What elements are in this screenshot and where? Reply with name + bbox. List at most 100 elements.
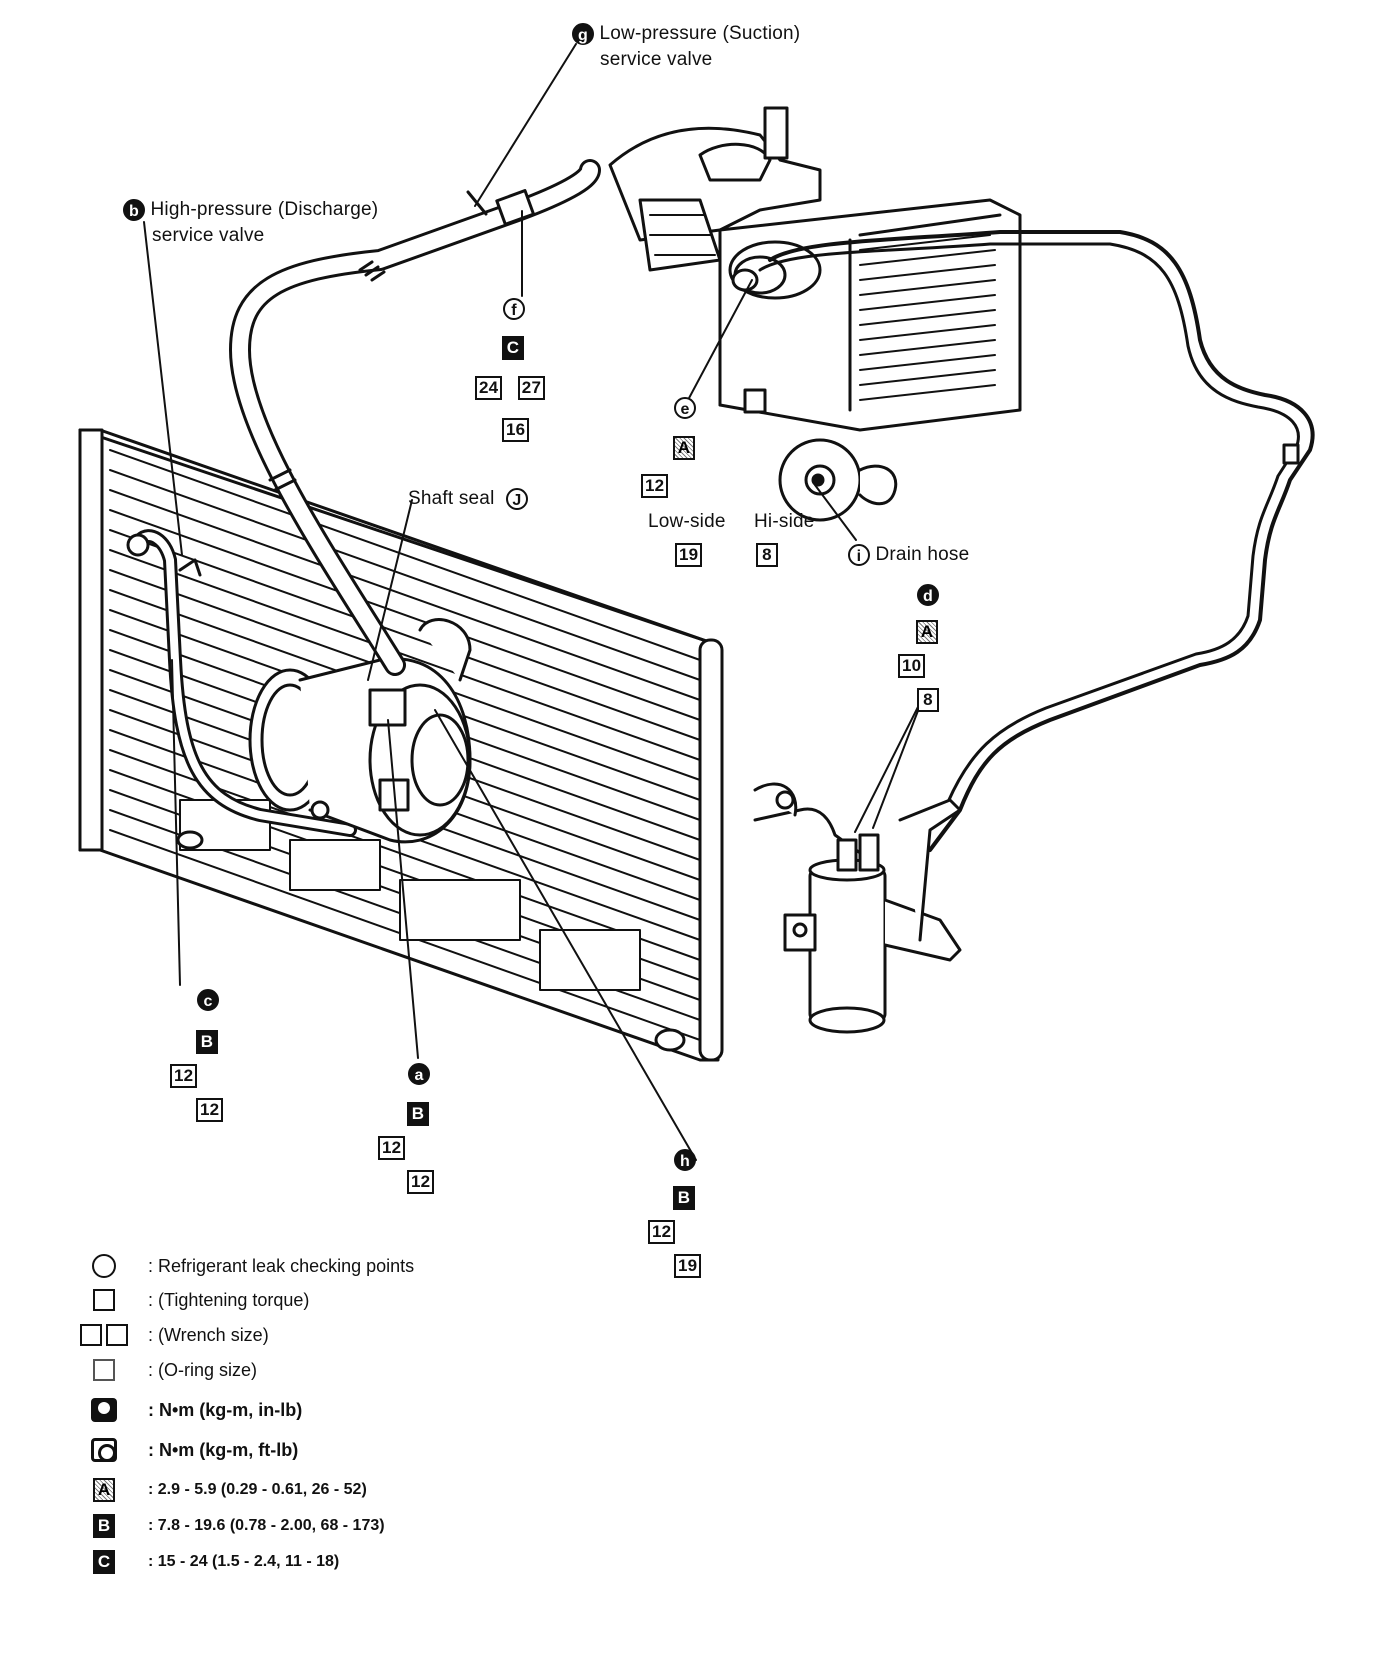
point-d: d	[917, 583, 939, 607]
legend-row-leak: : Refrigerant leak checking points	[60, 1250, 414, 1282]
torque-a-badge-d: A	[916, 620, 938, 644]
legend-torque-text: : (Tightening torque)	[148, 1289, 310, 1310]
wrench-size-27: 27	[517, 376, 546, 400]
legend-row-c: C : 15 - 24 (1.5 - 2.4, 11 - 18)	[60, 1546, 339, 1578]
legend-leak-text: : Refrigerant leak checking points	[148, 1255, 415, 1276]
legend-row-a: A : 2.9 - 5.9 (0.29 - 0.61, 26 - 52)	[60, 1474, 367, 1506]
receiver-drier	[753, 782, 962, 1034]
point-c-torque: B	[196, 1030, 218, 1054]
legend-row-wrench: : (Wrench size)	[60, 1319, 269, 1351]
point-f-wrench: 24 27	[475, 376, 546, 400]
wrench-outline-icon	[91, 1438, 117, 1462]
letter-d-badge: d	[917, 583, 939, 606]
point-d-oring: 8	[917, 688, 939, 712]
drain-hose-label: i Drain hose	[848, 543, 969, 567]
wrench-size-24: 24	[475, 376, 503, 400]
torque-a-badge: A	[673, 436, 695, 460]
wrench-size-12-h: 12	[648, 1220, 676, 1244]
point-e-torque: A	[673, 436, 695, 460]
suction-hose	[229, 159, 601, 676]
evaporator-unit	[608, 106, 1022, 522]
leader-lines	[143, 43, 925, 1161]
point-d-wrench: 10	[898, 654, 926, 678]
legend-ftlb-text: : N•m (kg-m, ft-lb)	[148, 1439, 299, 1460]
shaft-seal-label: Shaft seal J	[408, 487, 528, 511]
high-pressure-valve-label: b High-pressure (Discharge)	[123, 198, 378, 222]
low-pressure-valve-line2: service valve	[600, 49, 713, 70]
square-icon	[106, 1324, 128, 1346]
letter-i-badge: i	[848, 543, 870, 566]
letter-c-badge: c	[197, 988, 219, 1011]
point-a-wrench: 12	[378, 1136, 406, 1160]
point-e-wrench: 12	[641, 474, 669, 498]
oring-size-16: 16	[502, 418, 530, 442]
letter-j-badge: J	[505, 487, 528, 510]
legend-a-text: : 2.9 - 5.9 (0.29 - 0.61, 26 - 52)	[148, 1481, 367, 1498]
point-h: h	[674, 1148, 696, 1172]
ring-icon	[92, 1254, 116, 1278]
point-a: a	[408, 1062, 430, 1086]
oring-size-8: 8	[756, 543, 778, 567]
point-f: f	[503, 297, 525, 321]
legend-wrench-text: : (Wrench size)	[148, 1324, 269, 1345]
oring-size-8-d: 8	[917, 688, 939, 712]
letter-e-badge: e	[674, 396, 696, 419]
legend-row-b: B : 7.8 - 19.6 (0.78 - 2.00, 68 - 173)	[60, 1510, 385, 1542]
point-c-wrench: 12	[170, 1064, 198, 1088]
torque-b-badge-a: B	[407, 1102, 429, 1126]
point-h-oring: 19	[674, 1254, 702, 1278]
compressor	[248, 618, 472, 844]
shaft-seal-text: Shaft seal	[408, 488, 495, 509]
point-a-oring: 12	[407, 1170, 435, 1194]
torque-b-symbol: B	[93, 1514, 115, 1538]
legend-inlb-text: : N•m (kg-m, in-lb)	[148, 1399, 303, 1420]
square-icon	[93, 1289, 115, 1311]
legend-row-oring: : (O-ring size)	[60, 1354, 257, 1386]
legend-row-torque: : (Tightening torque)	[60, 1284, 309, 1316]
hi-side-oring: 8	[756, 543, 778, 567]
letter-h-badge: h	[674, 1148, 696, 1171]
liquid-line	[758, 230, 1315, 852]
discharge-line	[126, 529, 357, 837]
point-d-torque: A	[916, 620, 938, 644]
oring-size-12-a: 12	[407, 1170, 435, 1194]
hi-side-label: Hi-side	[754, 511, 815, 532]
square-small-icon	[93, 1359, 115, 1381]
letter-f-badge: f	[503, 297, 525, 320]
high-pressure-valve-line1: High-pressure (Discharge)	[150, 199, 379, 220]
oring-size-19: 19	[675, 543, 703, 567]
low-pressure-valve-label: g Low-pressure (Suction)	[572, 22, 800, 46]
point-c: c	[197, 988, 219, 1012]
letter-a-badge: a	[408, 1062, 430, 1085]
torque-c-badge: C	[502, 336, 524, 360]
wrench-size-10: 10	[898, 654, 926, 678]
point-c-oring: 12	[196, 1098, 224, 1122]
legend-b-text: : 7.8 - 19.6 (0.78 - 2.00, 68 - 173)	[148, 1517, 385, 1534]
letter-g-badge: g	[572, 22, 594, 45]
wrench-size-12-a: 12	[378, 1136, 406, 1160]
point-h-wrench: 12	[648, 1220, 676, 1244]
legend-row-ftlb: : N•m (kg-m, ft-lb)	[60, 1434, 298, 1466]
torque-b-badge-c: B	[196, 1030, 218, 1054]
torque-a-symbol: A	[93, 1478, 115, 1502]
torque-b-badge-h: B	[673, 1186, 695, 1210]
wrench-filled-icon	[91, 1398, 117, 1422]
point-a-torque: B	[407, 1102, 429, 1126]
point-f-oring: 16	[502, 418, 530, 442]
point-e: e	[674, 396, 696, 420]
torque-c-symbol: C	[93, 1550, 115, 1574]
oring-size-12-c: 12	[196, 1098, 224, 1122]
letter-b-badge: b	[123, 198, 145, 221]
point-h-torque: B	[673, 1186, 695, 1210]
high-pressure-valve-line2: service valve	[152, 225, 265, 246]
legend-c-text: : 15 - 24 (1.5 - 2.4, 11 - 18)	[148, 1553, 340, 1570]
low-pressure-valve-line1: Low-pressure (Suction)	[599, 23, 801, 44]
wrench-size-12-c: 12	[170, 1064, 198, 1088]
low-side-label: Low-side	[648, 511, 726, 532]
wrench-size-12: 12	[641, 474, 669, 498]
oring-size-19-h: 19	[674, 1254, 702, 1278]
drain-hose-text: Drain hose	[875, 544, 970, 565]
legend-row-inlb: : N•m (kg-m, in-lb)	[60, 1394, 302, 1426]
low-side-oring: 19	[675, 543, 703, 567]
